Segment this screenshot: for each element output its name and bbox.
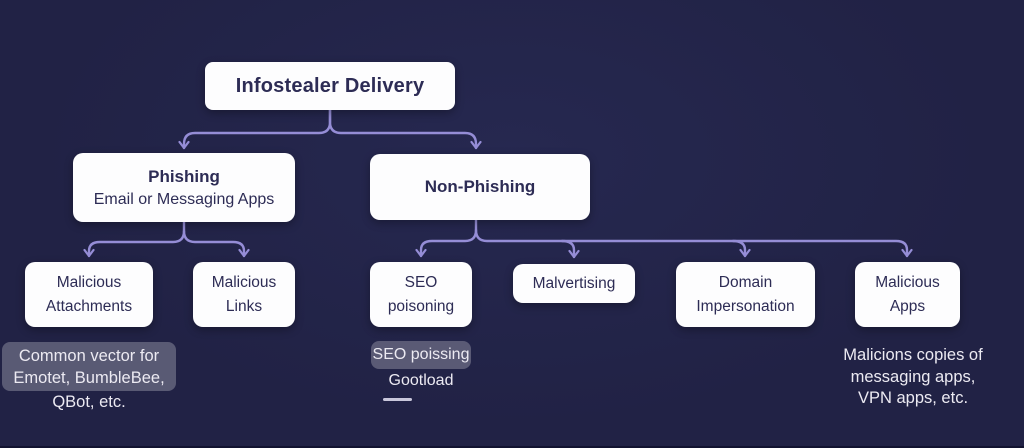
seo-note-highlighted: SEO poissing	[371, 341, 471, 369]
node-malicious-attachments: Malicious Attachments	[25, 262, 153, 327]
node-malicious-links: Malicious Links	[193, 262, 295, 327]
leaf-line: Impersonation	[696, 297, 795, 315]
apps-note: Malicions copies of messaging apps, VPN …	[837, 345, 989, 410]
arrow-nonphishing-to-malvertising	[560, 239, 580, 259]
node-phishing: Phishing Email or Messaging Apps	[73, 153, 295, 222]
arrow-phishing-to-attachments	[83, 220, 186, 258]
attachments-note-line: Common vector for	[18, 346, 160, 365]
attachments-note-highlighted: Common vector for Emotet, BumbleBee,	[2, 342, 176, 391]
node-infostealer-delivery: Infostealer Delivery	[205, 62, 455, 110]
arrow-nonphishing-to-domain	[731, 239, 751, 258]
arrow-root-to-nonphishing	[328, 108, 482, 150]
apps-note-line: Malicions copies of	[843, 346, 983, 364]
seo-note-dash	[383, 398, 412, 401]
phishing-title: Phishing	[148, 166, 220, 186]
leaf-line: Malicious	[875, 273, 940, 291]
leaf-line: Malicious	[211, 273, 277, 291]
leaf-line: Malvertising	[532, 274, 616, 292]
attachments-note-line: Emotet, BumbleBee,	[13, 368, 165, 387]
leaf-line: SEO	[404, 273, 438, 291]
arrow-phishing-to-links	[182, 229, 250, 258]
leaf-line: poisoning	[387, 297, 455, 315]
node-malicious-apps: Malicious Apps	[855, 262, 960, 327]
arrow-nonphishing-to-seo	[415, 218, 478, 258]
non-phishing-title: Non-Phishing	[424, 177, 536, 196]
leaf-line: Attachments	[45, 297, 133, 315]
node-non-phishing: Non-Phishing	[370, 154, 590, 220]
node-domain-impersonation: Domain Impersonation	[676, 262, 815, 327]
node-malvertising: Malvertising	[513, 264, 635, 303]
apps-note-line: VPN apps, etc.	[857, 389, 969, 407]
leaf-line: Links	[225, 297, 263, 315]
arrow-root-to-phishing	[178, 108, 332, 150]
leaf-line: Domain	[718, 273, 773, 291]
phishing-subtitle: Email or Messaging Apps	[93, 190, 275, 208]
attachments-note-plain: QBot, etc.	[52, 393, 126, 411]
bottom-edge	[0, 446, 1024, 448]
node-seo-poisoning: SEO poisoning	[370, 262, 472, 327]
arrow-nonphishing-to-apps	[474, 228, 913, 258]
seo-note-plain: Gootload	[388, 372, 454, 389]
root-label: Infostealer Delivery	[235, 74, 425, 97]
apps-note-line: messaging apps,	[850, 367, 976, 386]
leaf-line: Malicious	[56, 273, 122, 291]
leaf-line: Apps	[889, 297, 926, 315]
